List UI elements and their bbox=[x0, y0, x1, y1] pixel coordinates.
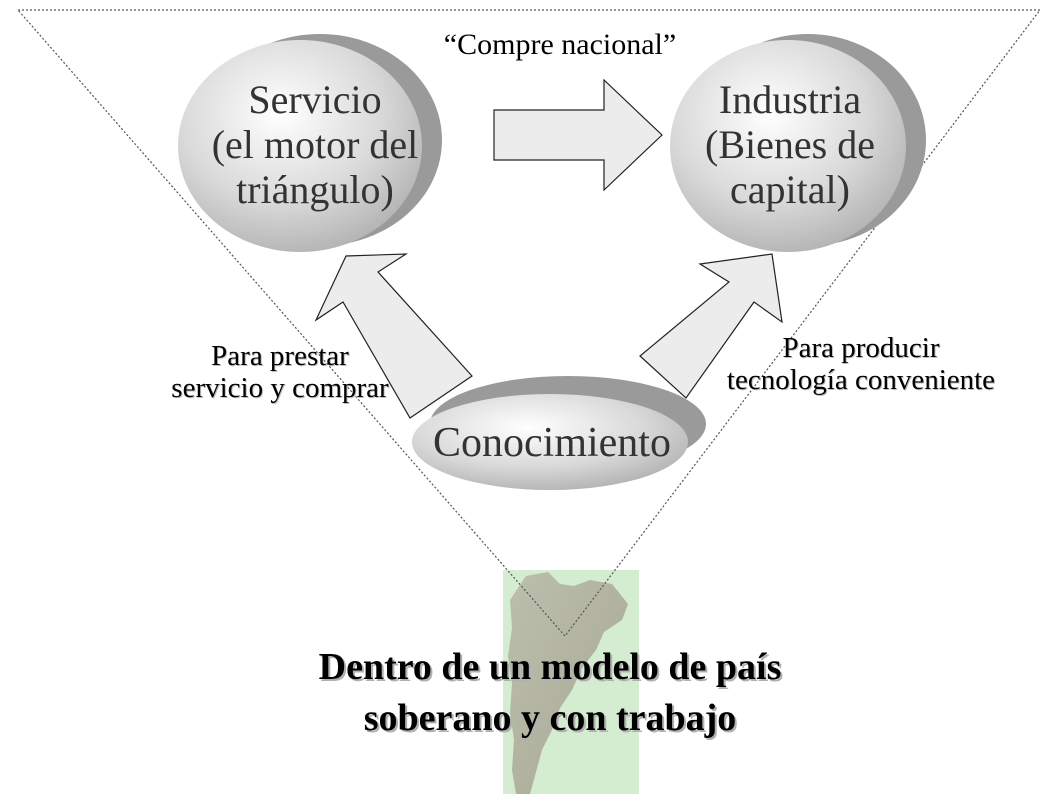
servicio-line-1: Servicio bbox=[248, 77, 382, 122]
producir-arrow bbox=[639, 253, 783, 399]
argentina-map bbox=[508, 572, 628, 794]
compre-label: “Compre nacional” bbox=[443, 28, 677, 61]
servicio-line-3: triángulo) bbox=[236, 166, 394, 212]
producir-line-1: Para producir bbox=[782, 332, 940, 364]
servicio-label: Servicio (el motor del triángulo) bbox=[190, 77, 440, 212]
conocimiento-ellipse bbox=[412, 394, 688, 490]
prestar-arrow bbox=[314, 253, 473, 419]
producir-label: Para producir tecnología conveniente bbox=[696, 332, 1026, 397]
industria-line-2: (Bienes de bbox=[705, 121, 875, 167]
footer-statement: Dentro de un modelo de país soberano y c… bbox=[200, 642, 900, 745]
industria-line-3: capital) bbox=[730, 166, 850, 212]
prestar-line-2: servicio y comprar bbox=[171, 372, 389, 405]
footer-line-1: Dentro de un modelo de país bbox=[318, 646, 782, 688]
conocimiento-label: Conocimiento bbox=[433, 420, 671, 466]
prestar-label: Para prestar servicio y comprar bbox=[140, 340, 420, 405]
servicio-line-2: (el motor del bbox=[211, 121, 419, 167]
servicio-ellipse bbox=[178, 40, 422, 252]
industria-line-1: Industria bbox=[718, 77, 862, 122]
industria-label: Industria (Bienes de capital) bbox=[680, 77, 900, 212]
compre-arrow bbox=[493, 78, 663, 192]
producir-line-2: tecnología conveniente bbox=[726, 364, 996, 397]
footer-line-2: soberano y con trabajo bbox=[363, 697, 737, 740]
prestar-line-1: Para prestar bbox=[211, 340, 349, 372]
industria-ellipse bbox=[670, 40, 906, 252]
